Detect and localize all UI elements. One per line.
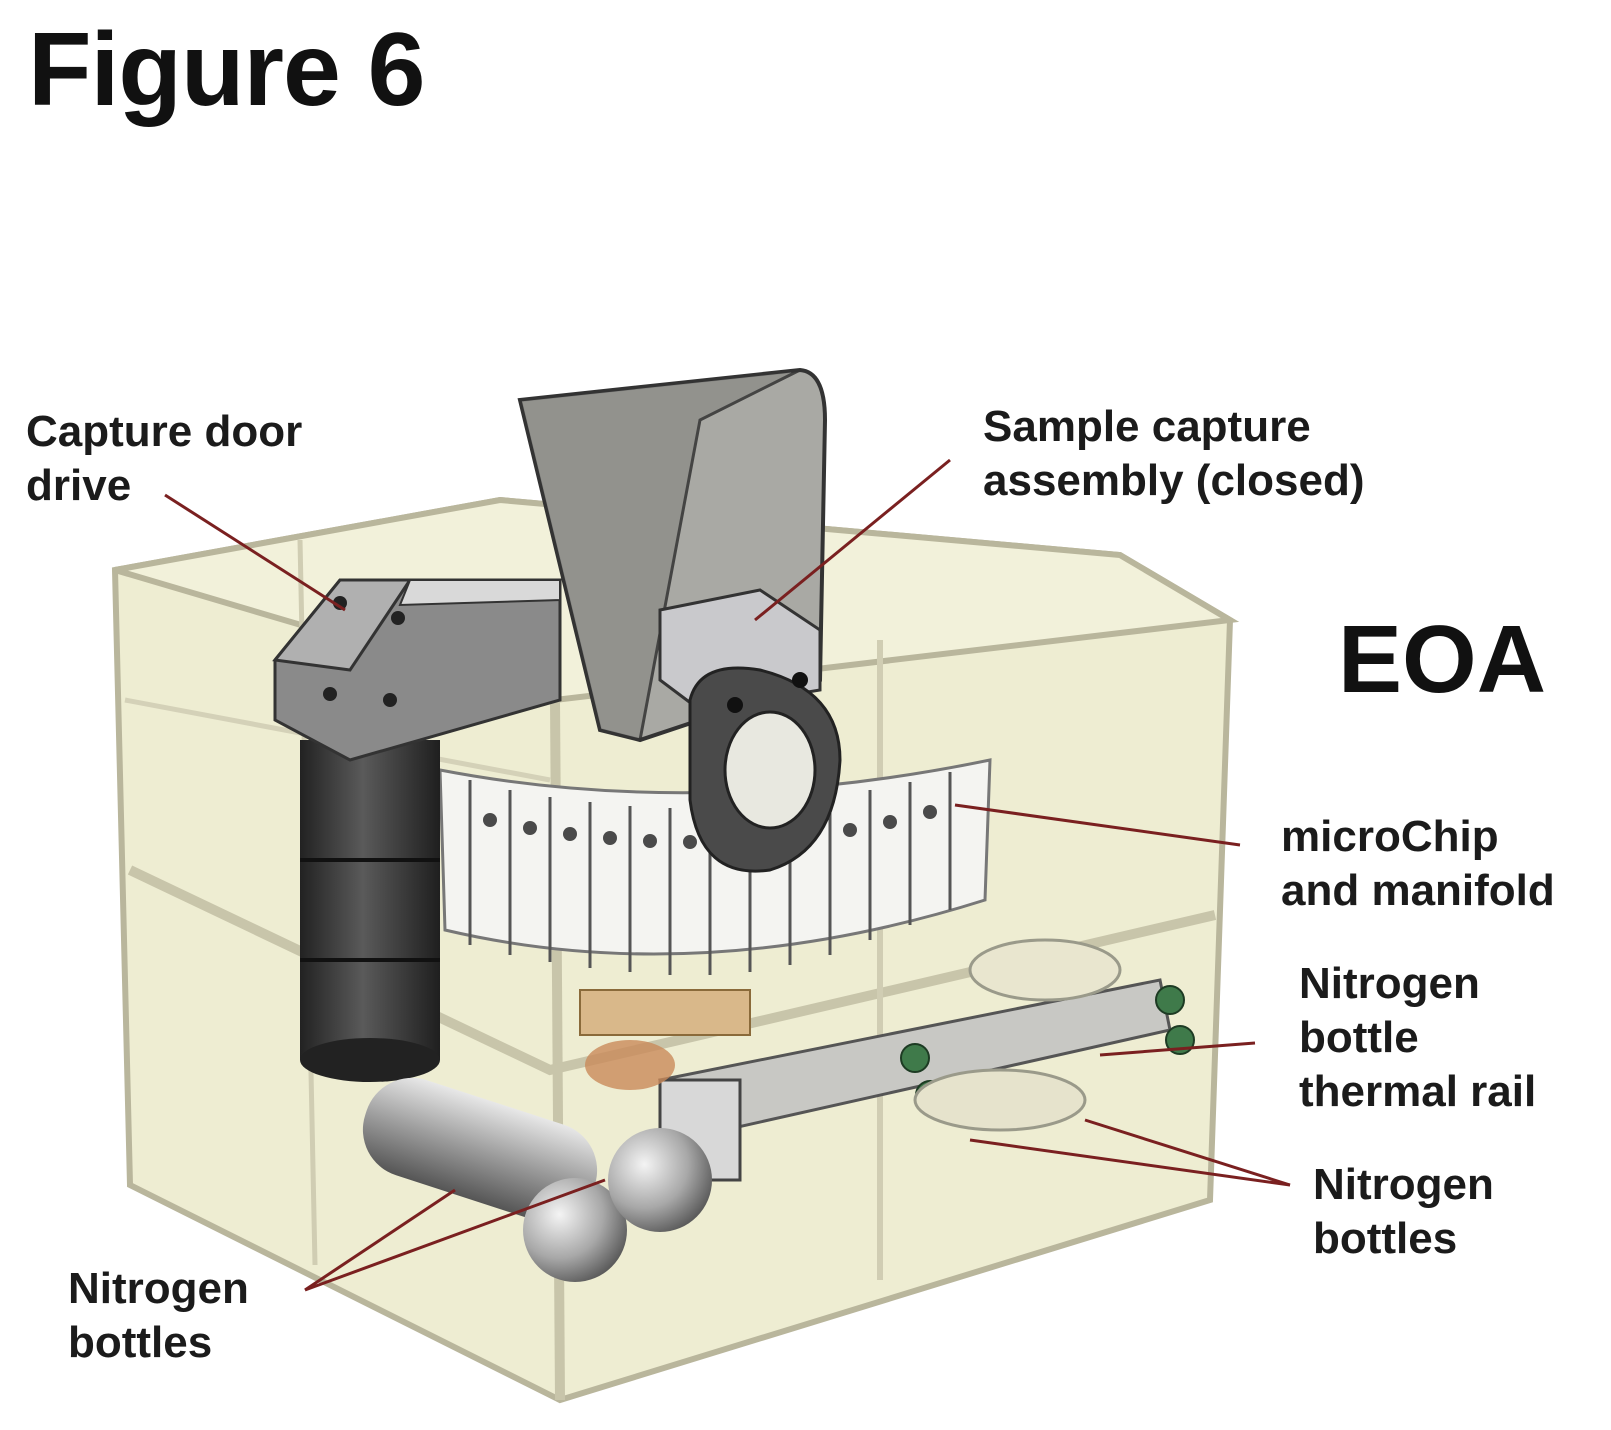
leader-bottles-left-1 <box>304 1188 456 1292</box>
leader-thermal-rail <box>1099 1041 1256 1057</box>
leader-microchip <box>954 803 1241 847</box>
leader-lines <box>164 458 1291 1292</box>
label-nitrogen-thermal-rail: Nitrogen bottle thermal rail <box>1299 959 1537 1116</box>
leader-bottles-right-2 <box>969 1138 1291 1187</box>
leader-bottles-right-1 <box>1084 1118 1291 1187</box>
label-nitrogen-bottles-left: Nitrogen bottles <box>68 1264 249 1367</box>
label-capture-door-drive: Capture door drive <box>26 407 303 510</box>
figure-title: Figure 6 <box>28 12 426 128</box>
leader-capture-door-drive <box>164 493 346 612</box>
label-nitrogen-bottles-right: Nitrogen bottles <box>1313 1160 1494 1263</box>
leader-bottles-left-2 <box>304 1178 606 1292</box>
capture-door-drive <box>272 578 562 1082</box>
label-microchip-manifold: microChip and manifold <box>1281 812 1555 915</box>
label-sample-capture-assembly: Sample capture assembly (closed) <box>983 402 1365 505</box>
sample-capture-assembly <box>517 367 842 873</box>
instrument-name: EOA <box>1338 606 1547 713</box>
nitrogen-bottles-group <box>362 938 1122 1282</box>
leader-sample-capture <box>754 458 951 622</box>
